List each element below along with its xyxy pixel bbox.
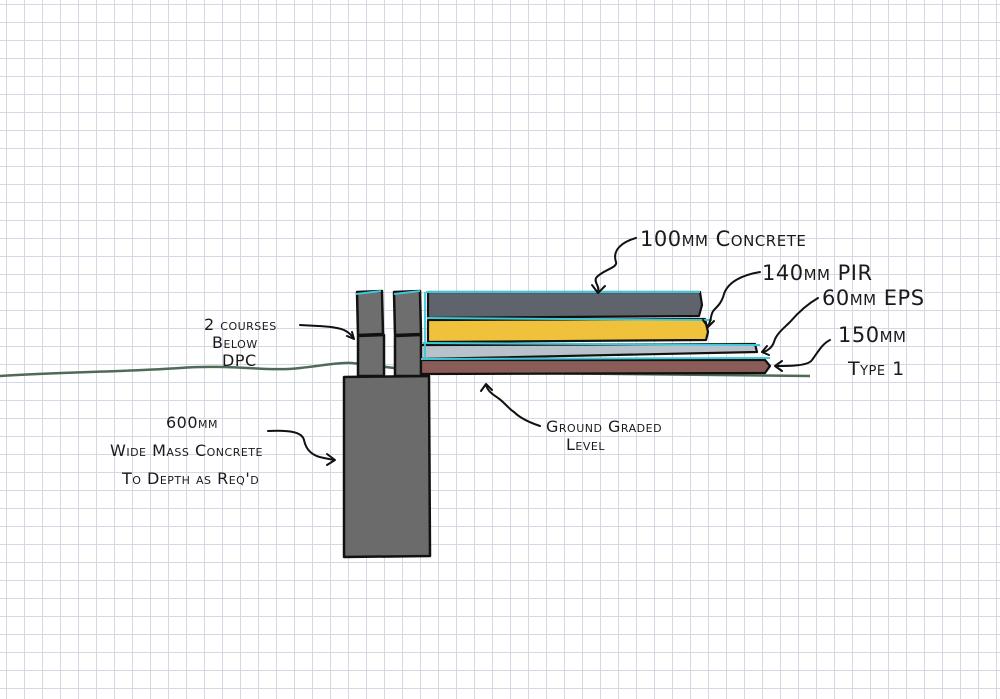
label-to-depth: To Depth as Req'd: [121, 469, 259, 488]
label-type1: Type 1: [847, 358, 905, 380]
label-140mm-pir: 140mm PIR: [762, 261, 873, 285]
brick-right-top: [392, 289, 423, 337]
ground-line: [0, 361, 811, 378]
concrete-slab-layer: [426, 290, 704, 320]
brick-left-top: [355, 289, 385, 337]
leader-lines: [267, 237, 831, 466]
pir-layer: [426, 317, 710, 344]
label-150mm: 150mm: [838, 323, 906, 347]
label-60mm-eps: 60mm EPS: [822, 286, 925, 310]
label-level: Level: [566, 435, 605, 454]
label-ground-graded: Ground Graded: [546, 417, 662, 436]
dpc-membrane: [355, 290, 421, 295]
eps-layer: [419, 342, 759, 361]
label-600mm: 600mm: [166, 413, 218, 432]
label-100mm-concrete: 100mm Concrete: [640, 227, 806, 251]
mass-concrete-footing: [342, 374, 432, 559]
label-wide-mass-concrete: Wide Mass Concrete: [110, 441, 263, 460]
brick-left-bottom: [356, 333, 386, 378]
label-2-courses: 2 courses: [204, 315, 277, 334]
dpm-line: [420, 291, 771, 360]
label-below: Below: [212, 333, 258, 352]
type1-layer: [419, 358, 772, 376]
brick-courses: [355, 289, 423, 378]
brick-right-bottom: [393, 333, 423, 378]
label-dpc: DPC: [222, 351, 257, 370]
